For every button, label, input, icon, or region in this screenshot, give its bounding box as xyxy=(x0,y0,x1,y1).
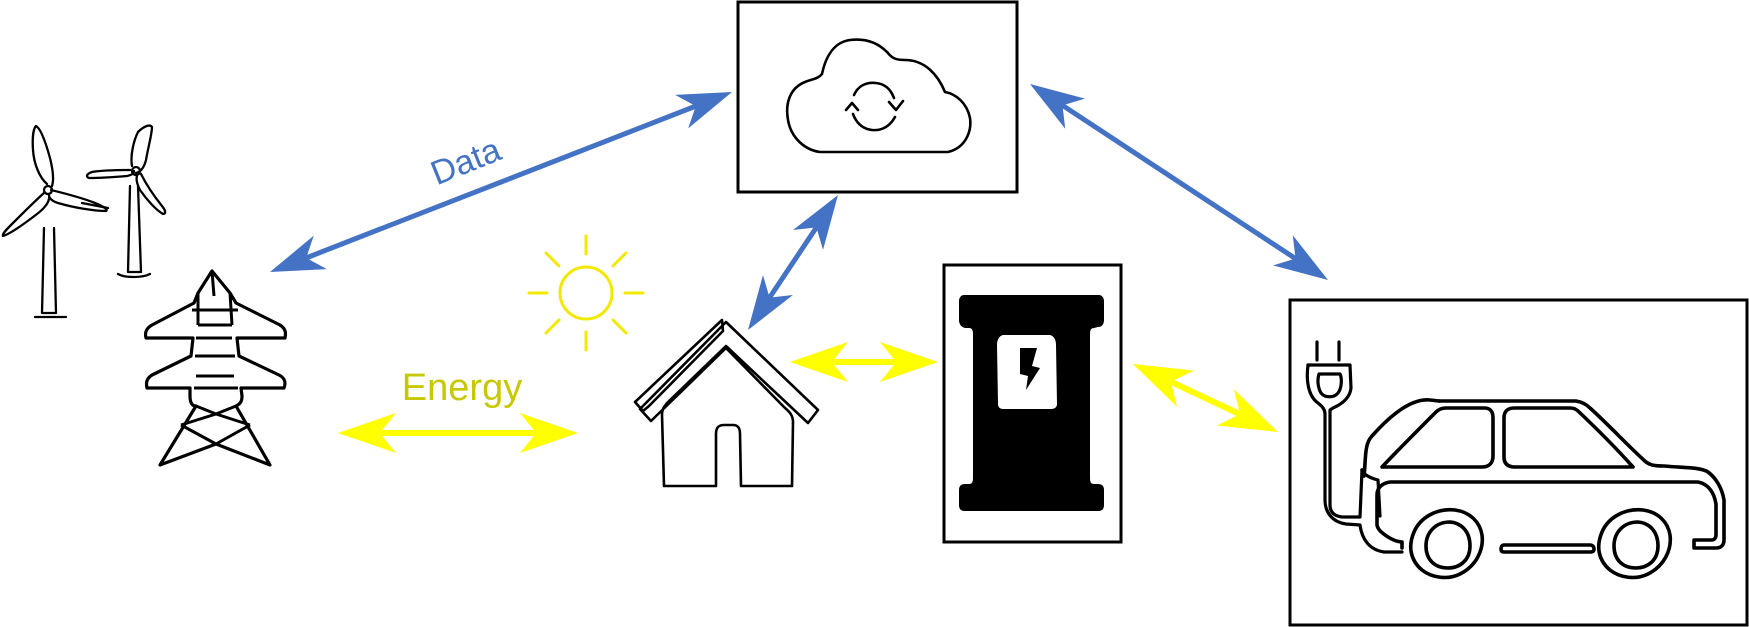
charging-station-box xyxy=(942,263,1123,544)
connector-arrows xyxy=(270,84,1328,453)
ev-charger-icon xyxy=(959,295,1104,511)
arrow-head-start xyxy=(748,275,793,330)
cloud-sync-icon xyxy=(785,38,972,154)
energy-link-house-to-charging-station xyxy=(790,342,938,382)
arrow-head-end xyxy=(880,342,938,382)
arrow-shaft xyxy=(1055,99,1303,265)
wind-turbine-icon xyxy=(1,124,167,319)
house-icon xyxy=(633,318,820,488)
arrow-head-start xyxy=(790,342,848,382)
arrow-head-end xyxy=(1216,389,1278,432)
sun-icon xyxy=(527,234,645,352)
arrow-head-end xyxy=(1272,235,1328,280)
energy-label: Energy xyxy=(402,367,522,409)
arrow-head-start xyxy=(1133,364,1195,407)
arrow-head-start xyxy=(270,235,327,272)
data-link-house-to-cloud xyxy=(748,195,838,330)
arrow-head-end xyxy=(675,92,732,129)
electric-car-icon xyxy=(1305,340,1726,580)
arrow-head-end xyxy=(520,413,578,453)
arrow-shaft xyxy=(763,220,823,305)
electric-car-box xyxy=(1288,298,1749,627)
arrow-shaft xyxy=(299,101,703,263)
data-link-cloud-to-electric-car xyxy=(1030,84,1328,280)
energy-link-charging-station-to-electric-car xyxy=(1133,364,1278,432)
cloud-box xyxy=(736,0,1019,194)
arrow-head-start xyxy=(338,413,396,453)
energy-link-power-grid-to-house xyxy=(338,413,578,453)
arrow-head-end xyxy=(793,195,838,250)
data-link-power-grid-to-cloud xyxy=(270,92,732,272)
arrow-shaft xyxy=(1163,376,1248,420)
arrow-head-start xyxy=(1030,84,1086,129)
transmission-tower-icon xyxy=(143,269,288,467)
